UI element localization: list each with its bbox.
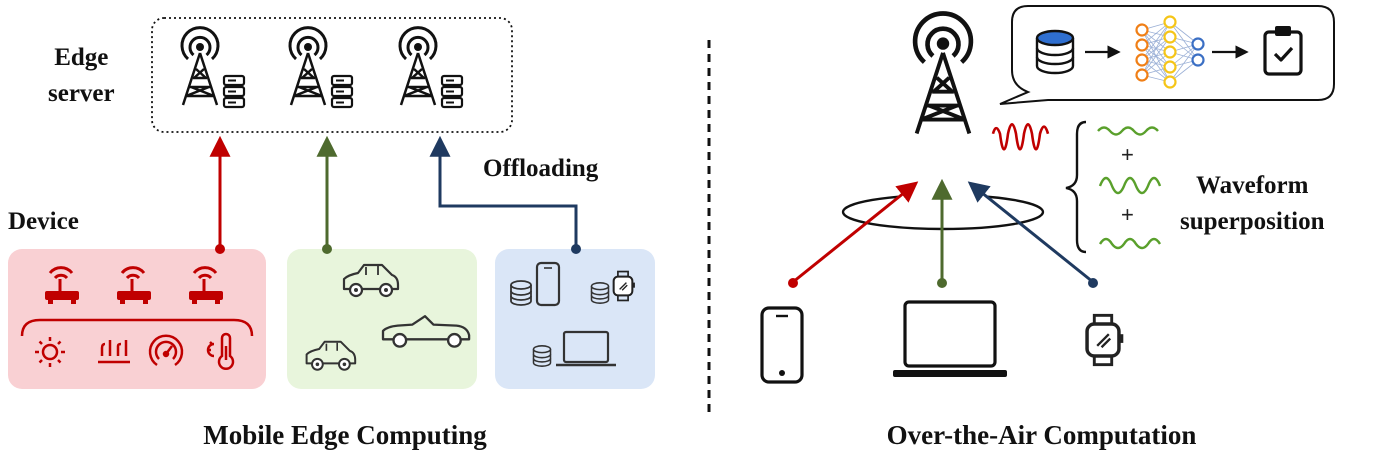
- anchor-dot: [788, 278, 798, 288]
- server-icon: [330, 74, 354, 109]
- tower-icon: [915, 14, 971, 134]
- waveform-icon: [991, 123, 1050, 151]
- plus-sign: +: [1121, 142, 1134, 167]
- smartwatch-icon: [1085, 313, 1126, 367]
- edge-server-box: [151, 17, 513, 133]
- anchor-dot: [1088, 278, 1098, 288]
- car-icon: [381, 315, 471, 348]
- clipboard-check-icon: [1263, 26, 1303, 76]
- waveform-icon: [1098, 237, 1162, 250]
- tower-icon: [288, 26, 328, 107]
- ota-uplink-red: [792, 181, 919, 284]
- database-icon: [1035, 29, 1075, 75]
- smartphone-icon: [760, 306, 804, 384]
- sun-icon: [35, 337, 65, 367]
- ota-uplink-navy: [967, 181, 1094, 284]
- plus-sign: +: [1121, 202, 1134, 227]
- laptop-icon: [893, 300, 1007, 377]
- anchor-dot: [215, 244, 225, 254]
- smartphone-icon: [535, 261, 561, 307]
- ota-caption: Over-the-Air Computation: [886, 420, 1197, 450]
- offloading-label: Offloading: [483, 155, 599, 182]
- mobile-box: [495, 249, 655, 389]
- offloading-arrow: [429, 135, 578, 248]
- device-label: Device: [8, 208, 79, 235]
- tower-icon: [398, 26, 438, 107]
- thermometer-icon: [206, 332, 235, 370]
- waveform-icon: [1097, 126, 1159, 136]
- mec-caption: Mobile Edge Computing: [203, 420, 487, 450]
- anchor-dot: [937, 278, 947, 288]
- waveform-icon: [1098, 176, 1162, 195]
- neural-network-icon: [1135, 15, 1205, 89]
- anchor-dot: [571, 244, 581, 254]
- bar-chart-icon: [98, 340, 130, 364]
- gauge-icon: [148, 334, 184, 367]
- server-icon: [222, 74, 246, 109]
- server-icon: [440, 74, 464, 109]
- sum-brace: [1065, 120, 1087, 254]
- sensor-bracket: [20, 318, 254, 337]
- laptop-icon: [556, 330, 616, 367]
- anchor-dot: [322, 244, 332, 254]
- vehicle-box: [287, 249, 477, 389]
- tower-icon: [180, 26, 220, 107]
